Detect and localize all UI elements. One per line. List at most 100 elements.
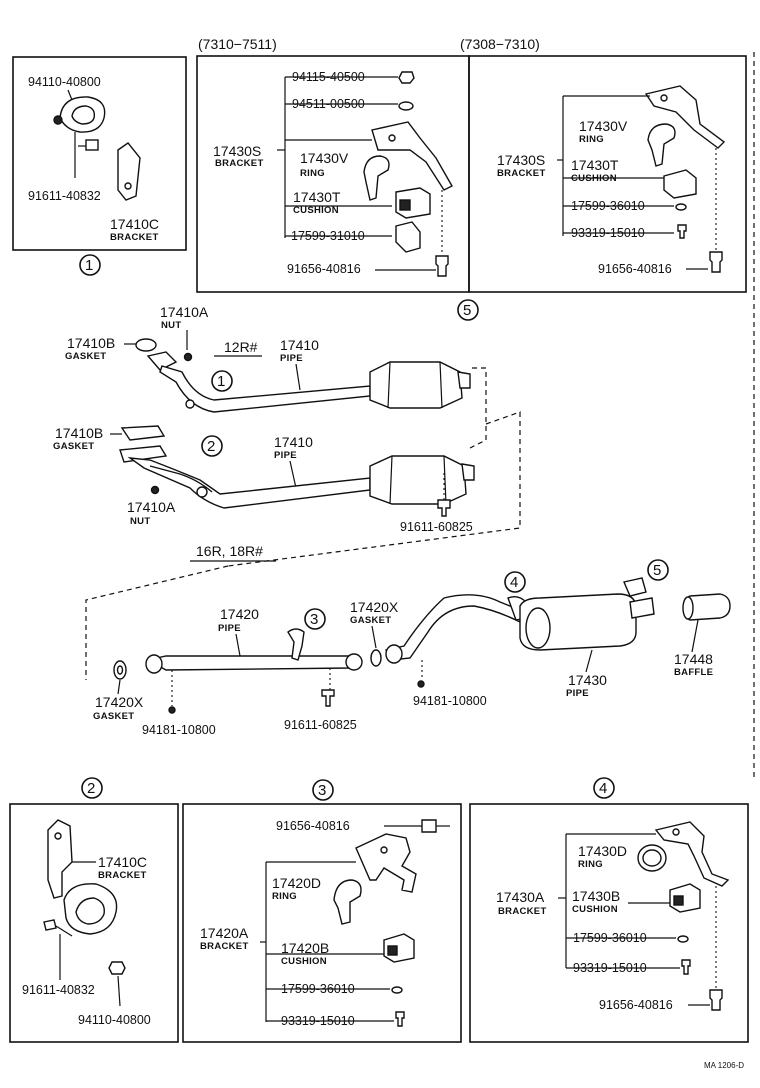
box5a-cushion-label: CUSHION <box>293 205 339 216</box>
box2-bracket-label: BRACKET <box>98 870 147 881</box>
box4-cushion-label: CUSHION <box>572 904 618 915</box>
box-5-left: 94115-40500 94511-00500 17430S BRACKET 1… <box>196 55 470 293</box>
box1-bracket-label: BRACKET <box>110 232 159 243</box>
gasket-icon <box>120 425 166 441</box>
box5a-part-17430s: 17430S <box>213 143 261 159</box>
gasket-icon <box>370 649 382 667</box>
circle-4-pipe-label: 4 <box>510 574 518 591</box>
part-17410b-gasket-1: 17410B <box>67 335 115 351</box>
box5a-part-17430t: 17430T <box>293 189 341 205</box>
engine-16r-18r-label: 16R, 18R# <box>196 543 263 559</box>
bolt-icon <box>43 919 57 931</box>
footer-code: MA 1206-D <box>704 1061 744 1070</box>
box5b-part-91656-40816: 91656-40816 <box>598 262 672 276</box>
gasket-label-x2: GASKET <box>93 711 134 722</box>
box5a-ring-label: RING <box>300 168 325 179</box>
nut-icon <box>398 71 415 84</box>
part-17410-pipe-2: 17410 <box>274 434 313 450</box>
pipe-label-1: PIPE <box>280 353 303 364</box>
nut-icon <box>417 680 425 688</box>
box5b-ring-label: RING <box>579 134 604 145</box>
box-1: 94110-40800 91611-40832 17410C BRACKET 1 <box>12 56 187 276</box>
box-3: 91656-40816 17420D RING 17420A BRACKET 1… <box>182 803 462 1043</box>
cushion-icon <box>663 169 697 199</box>
box1-part-17410c: 17410C <box>110 216 159 232</box>
box3-part-17420d: 17420D <box>272 875 321 891</box>
part-17410a-nut: 17410A <box>160 304 209 320</box>
gasket-label-1: GASKET <box>65 351 106 362</box>
part-94181-10800-1: 94181-10800 <box>142 723 216 737</box>
part-17448-baffle: 17448 <box>674 651 713 667</box>
bolt-icon <box>321 689 335 707</box>
ring-icon <box>363 155 390 201</box>
part-17420x-gasket-2: 17420X <box>95 694 144 710</box>
circle-3-label: 3 <box>318 782 326 799</box>
gasket-label-2: GASKET <box>53 441 94 452</box>
circle-3-pipe-label: 3 <box>310 611 318 628</box>
clamp-icon <box>59 96 106 133</box>
box2-part-94110-40800: 94110-40800 <box>78 1013 151 1027</box>
part-91611-60825-2: 91611-60825 <box>284 718 357 732</box>
header-right-range: (7308−7310) <box>460 36 540 52</box>
engine-12r-label: 12R# <box>224 339 258 355</box>
box5b-part-17430s: 17430S <box>497 152 545 168</box>
part-17420x-gasket-1: 17420X <box>350 599 399 615</box>
bracket-icon <box>47 819 73 899</box>
circle-1-pipe-label: 1 <box>217 373 225 390</box>
box5b-bracket-label: BRACKET <box>497 168 546 179</box>
box3-part-91656-40816: 91656-40816 <box>276 819 350 833</box>
part-91611-60825-1: 91611-60825 <box>400 520 473 534</box>
box4-part-91656-40816: 91656-40816 <box>599 998 673 1012</box>
nut-icon <box>108 961 126 975</box>
circle-4-label: 4 <box>599 780 607 797</box>
header-left-range: (7310−7511) <box>198 36 277 52</box>
circle-1-label: 1 <box>85 257 93 274</box>
ring-icon <box>647 123 676 167</box>
screw-icon <box>681 959 691 975</box>
circle-2-label: 2 <box>87 780 95 797</box>
box4-bracket-label: BRACKET <box>498 906 547 917</box>
bracket-icon <box>371 121 453 191</box>
ring-icon <box>333 879 362 925</box>
box4-part-17430b: 17430B <box>572 888 620 904</box>
front-pipe-16r-18r: 17410B GASKET 2 17410 PIPE 17410A NUT 91… <box>53 367 521 680</box>
box5b-part-17430v: 17430V <box>579 118 628 134</box>
clip-icon <box>391 986 403 994</box>
catalytic-converter-icon <box>369 361 463 409</box>
nut-icon <box>150 485 160 495</box>
nut-icon <box>183 352 193 362</box>
bracket-icon <box>644 85 726 149</box>
box-5-right: 17430V RING 17430S BRACKET 17430T CUSHIO… <box>468 55 747 293</box>
baffle-label: BAFFLE <box>674 667 713 678</box>
box-2: 17410C BRACKET 91611-40832 94110-40800 <box>9 803 179 1043</box>
screw-icon <box>677 224 687 239</box>
pipe-label-2: PIPE <box>274 450 297 461</box>
box-4: 17430D RING 17430A BRACKET 17430B CUSHIO… <box>469 803 749 1043</box>
box4-part-17430a: 17430A <box>496 889 545 905</box>
washer-icon <box>398 101 414 111</box>
box2-part-91611-40832: 91611-40832 <box>22 983 95 997</box>
bolt-icon <box>437 499 451 517</box>
part-17410a-nut-2: 17410A <box>127 499 176 515</box>
bolt-icon <box>421 819 437 833</box>
clamp-icon <box>63 883 118 935</box>
box3-ring-label: RING <box>272 891 297 902</box>
bolt-icon <box>709 989 723 1011</box>
circle-5-label: 5 <box>463 302 471 319</box>
part-17420-pipe: 17420 <box>220 606 259 622</box>
bracket-icon <box>117 142 141 201</box>
manifold-flange-icon <box>146 351 178 371</box>
hanger-icon <box>287 628 305 661</box>
tail-pipe-icon <box>384 594 521 661</box>
bracket-icon <box>654 821 730 887</box>
bolt-icon <box>435 255 449 277</box>
hanger-icon <box>623 577 647 597</box>
center-tail-pipe: 17420 PIPE 3 17420X GASKET 4 5 17430 PIP… <box>93 559 731 737</box>
screw-icon <box>395 1011 405 1027</box>
circle-2-pipe-label: 2 <box>207 438 215 455</box>
box4-part-17430d: 17430D <box>578 843 627 859</box>
box5a-part-17430v: 17430V <box>300 150 349 166</box>
box3-part-17420b: 17420B <box>281 940 329 956</box>
retainer-icon <box>395 221 421 253</box>
